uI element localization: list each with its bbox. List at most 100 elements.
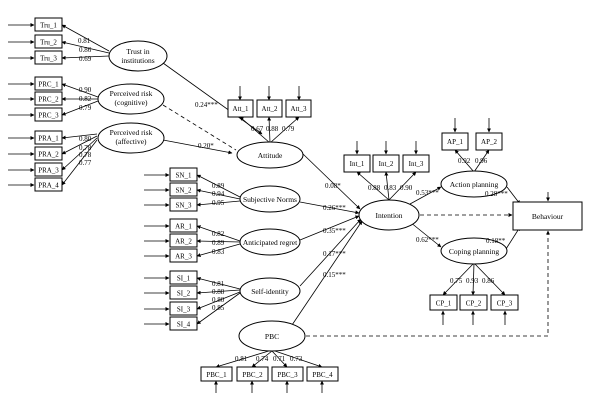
loading-value: 0.89: [212, 182, 225, 190]
ellipse-intention: [358, 199, 420, 231]
loading-arrow: [61, 137, 98, 171]
loading-arrow: [388, 171, 417, 201]
label-prc-line2: (cognitive): [115, 98, 148, 107]
loading-value: 0.94: [212, 190, 225, 198]
path-attitude-intention: [302, 153, 361, 210]
path-intention-cp: [409, 221, 442, 248]
loading-value: 0.83: [212, 248, 225, 256]
loading-value: 0.90: [79, 86, 92, 94]
loading-value: 0.88: [368, 184, 381, 192]
box-pra-1: [34, 130, 63, 145]
loading-value: 0.73: [290, 355, 303, 363]
coef-pra-attitude: 0.20*: [198, 142, 214, 150]
loading-arrow: [196, 289, 241, 295]
box-pbc-2: [236, 366, 269, 382]
loading-arrow: [271, 349, 323, 368]
loading-value: 0.69: [79, 55, 92, 63]
box-ar-2: [169, 233, 198, 248]
label-pra-line2: (affective): [115, 137, 147, 146]
label-tru-2: Tru_2: [40, 39, 57, 47]
label-behaviour: Behaviour: [532, 212, 564, 221]
label-pbc-4: PBC_4: [312, 371, 333, 379]
label-int-2: Int_2: [379, 160, 394, 168]
label-pra-1: PRA_1: [38, 135, 59, 143]
loading-arrow: [61, 83, 99, 98]
loading-values: 0.81 0.86 0.69 0.90 0.82 0.79 0.80 0.78 …: [78, 37, 495, 363]
label-intention: Intention: [375, 211, 402, 220]
box-tru-2: [34, 34, 63, 49]
label-coping-planning: Coping planning: [449, 247, 499, 256]
loading-arrow: [271, 350, 288, 368]
box-ar-1: [169, 218, 198, 233]
path-ap-behaviour: [506, 186, 521, 205]
box-sn-1: [169, 167, 198, 182]
label-cp-2: CP_2: [466, 300, 482, 308]
loading-arrow: [196, 225, 241, 242]
box-cp-3: [490, 294, 519, 311]
label-sn-1: SN_1: [176, 172, 192, 180]
loading-value: 0.79: [79, 104, 92, 112]
label-sn-2: SN_2: [176, 187, 192, 195]
label-self-identity: Self-identity: [251, 287, 289, 296]
ellipse-attitude: [236, 141, 304, 169]
label-tru-3: Tru_3: [40, 55, 57, 63]
box-int-3: [402, 154, 430, 173]
loading-value: 0.95: [212, 199, 225, 207]
loading-arrow: [196, 188, 241, 200]
loading-arrow: [196, 243, 241, 257]
coef-ap-behaviour: 0.28***: [485, 190, 508, 198]
loading-arrow: [454, 149, 475, 173]
box-prc-3: [34, 107, 63, 122]
loading-value: 0.75: [450, 277, 463, 285]
label-subjective-norms: Subjective Norms: [243, 195, 297, 204]
loading-arrow: [61, 100, 99, 116]
label-pra-2: PRA_2: [38, 151, 59, 159]
coef-pbc-intention: 0.15***: [323, 271, 346, 279]
loading-value: 0.93: [466, 277, 479, 285]
loading-arrow: [471, 262, 476, 296]
ellipse-coping-planning: [440, 237, 508, 265]
ellipse-pbc: [238, 320, 306, 352]
loading-arrow: [267, 116, 272, 144]
loading-value: 0.92: [458, 157, 471, 165]
ellipse-trust: [108, 40, 168, 72]
connections: [8, 23, 550, 393]
path-trust-attitude: [162, 62, 263, 135]
box-ap-2: [475, 132, 503, 151]
loading-value: 0.80: [212, 296, 225, 304]
loading-value: 0.86: [482, 277, 495, 285]
box-si-1: [169, 270, 198, 285]
box-si-2: [169, 285, 198, 300]
label-si-2: SI_2: [177, 290, 191, 298]
loading-value: 0.86: [79, 46, 92, 54]
loading-arrow: [384, 171, 390, 201]
box-pbc-3: [271, 366, 304, 382]
label-cp-3: CP_3: [497, 300, 513, 308]
coef-attitude-intention: 0.08*: [325, 182, 341, 190]
label-prc-line1: Perceived risk: [110, 89, 153, 98]
label-prc-2: PRC_2: [38, 96, 59, 104]
ellipse-action-planning: [440, 170, 508, 198]
box-att-3: [285, 99, 312, 118]
label-ar-1: AR_1: [175, 223, 192, 231]
loading-arrow: [356, 171, 390, 201]
label-pra-4: PRA_4: [38, 182, 59, 190]
box-si-4: [169, 316, 198, 331]
label-pbc-2: PBC_2: [242, 371, 263, 379]
coef-cp-behaviour: 0.18**: [486, 237, 506, 245]
box-cp-1: [429, 294, 458, 311]
label-prc-3: PRC_3: [38, 112, 59, 120]
loading-arrow: [196, 200, 241, 207]
path-coefficients: 0.24*** 0.20* 0.08* 0.26*** 0.35*** 0.17…: [195, 101, 508, 279]
loading-arrow: [61, 133, 98, 140]
loading-value: 0.81: [235, 355, 248, 363]
box-att-1: [227, 99, 254, 118]
box-int-1: [343, 154, 371, 173]
loading-value: 0.74: [256, 355, 269, 363]
latent-constructs: Trust in institutions Perceived risk (co…: [97, 40, 508, 352]
coef-intention-ap: 0.53***: [416, 189, 439, 197]
loading-arrow: [269, 116, 300, 144]
loading-arrow: [61, 135, 98, 155]
label-si-3: SI_3: [177, 306, 191, 314]
box-int-2: [372, 154, 400, 173]
